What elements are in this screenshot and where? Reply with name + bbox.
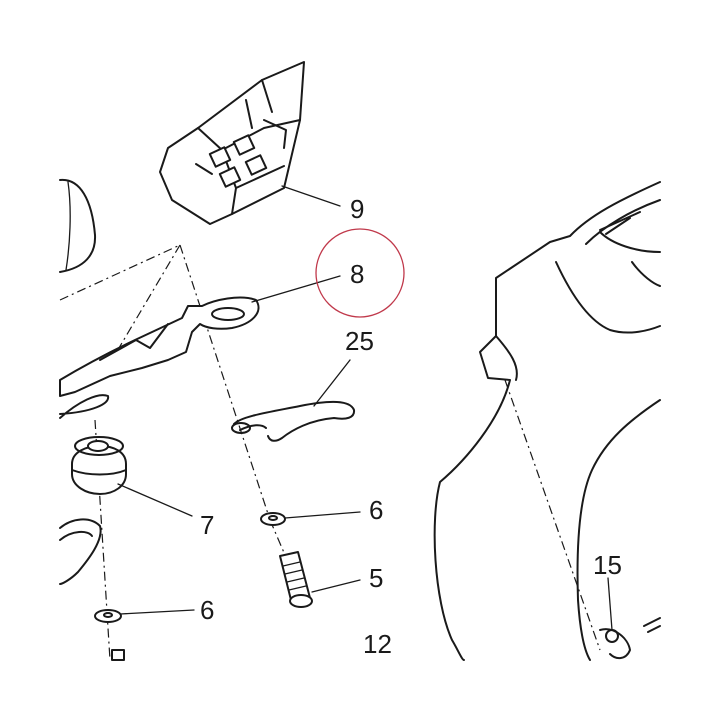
label-part-15: 15	[593, 550, 622, 580]
leader-lines	[117, 185, 613, 631]
main-housing	[433, 181, 661, 661]
label-part-6-upper: 6	[369, 495, 383, 525]
part-25-wire-clip	[231, 400, 356, 442]
part-6-washer-lower	[94, 609, 122, 623]
label-part-12: 12	[363, 629, 392, 659]
part-5-screw	[279, 551, 313, 608]
label-part-6-lower: 6	[200, 595, 214, 625]
label-part-25: 25	[345, 326, 374, 356]
lower-screw-tip	[111, 649, 125, 661]
label-part-9: 9	[350, 194, 364, 224]
part-9-connector-housing	[159, 61, 305, 225]
label-part-5: 5	[369, 563, 383, 593]
label-part-7: 7	[200, 510, 214, 540]
lower-clip-fragment	[59, 518, 102, 585]
assembly-axis-lines	[59, 244, 601, 661]
part-7-grommet	[71, 436, 127, 495]
highlight-circle	[315, 228, 405, 318]
part-6-washer-upper	[260, 512, 286, 526]
cylinder-fragment	[59, 178, 97, 273]
label-part-8: 8	[350, 259, 364, 289]
part-8-bracket	[59, 296, 260, 419]
